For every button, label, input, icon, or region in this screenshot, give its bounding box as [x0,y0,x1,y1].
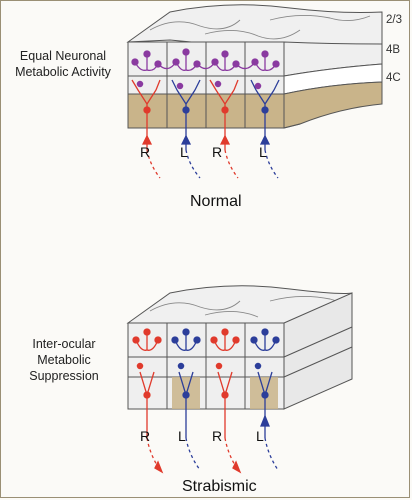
top-side-label-line1: Equal Neuronal [19,49,107,63]
bottom-eye-label-l2: L [256,428,264,444]
bottom-neurons [132,328,280,474]
bottom-condition-label: Strabismic [182,478,257,495]
top-eye-label-l1: L [180,144,188,160]
bottom-cortex-block [126,285,353,410]
top-neuron-l1 [171,79,201,150]
top-afferent-l2 [264,149,279,179]
bottom-neuron-r1 [132,328,162,438]
top-surface-gyri [149,15,371,40]
bottom-afferent-l1 [185,437,201,471]
bottom-arrow-l2 [260,414,270,427]
bottom-arrow-r2 [232,460,242,474]
bottom-side-label: Inter-ocular Metabolic Suppression [12,336,116,384]
top-eye-label-r2: R [212,144,223,160]
top-neuron-r1 [131,79,161,150]
top-cortex-block [126,4,383,129]
bottom-side-label-line1: Inter-ocular [32,337,96,351]
bottom-arrow-r1 [154,460,164,474]
top-eye-label-r1: R [140,144,151,160]
top-side-label-line2: Metabolic Activity [15,65,111,79]
top-mixed-neurons [131,48,280,90]
top-side-label: Equal Neuronal Metabolic Activity [2,48,124,80]
top-condition-label: Normal [190,193,242,210]
top-neuron-l2 [250,79,280,150]
bottom-side-label-line2: Metabolic [37,353,91,367]
layer-label-2-3: 2/3 [386,14,402,26]
bottom-side-face [283,292,353,410]
top-afferent-l1 [185,149,201,179]
bottom-afferent-l2 [264,437,279,471]
bottom-eye-label-r1: R [140,428,151,444]
top-neuron-r2 [209,79,239,150]
bottom-side-label-line3: Suppression [29,369,99,383]
bottom-neuron-r2 [210,328,240,438]
bottom-eye-label-l1: L [178,428,186,444]
top-afferent-r1 [146,149,161,179]
bottom-eye-label-r2: R [212,428,223,444]
layer-label-4b: 4B [386,44,401,56]
top-side-4c [283,81,383,129]
bottom-block-surface [126,285,353,324]
bottom-neuron-l2 [250,328,280,438]
layer-label-4c: 4C [386,72,401,84]
top-eye-label-l2: L [259,144,267,160]
top-neurons [131,48,280,179]
top-afferent-r2 [224,149,239,179]
bottom-neuron-l1 [171,328,201,438]
